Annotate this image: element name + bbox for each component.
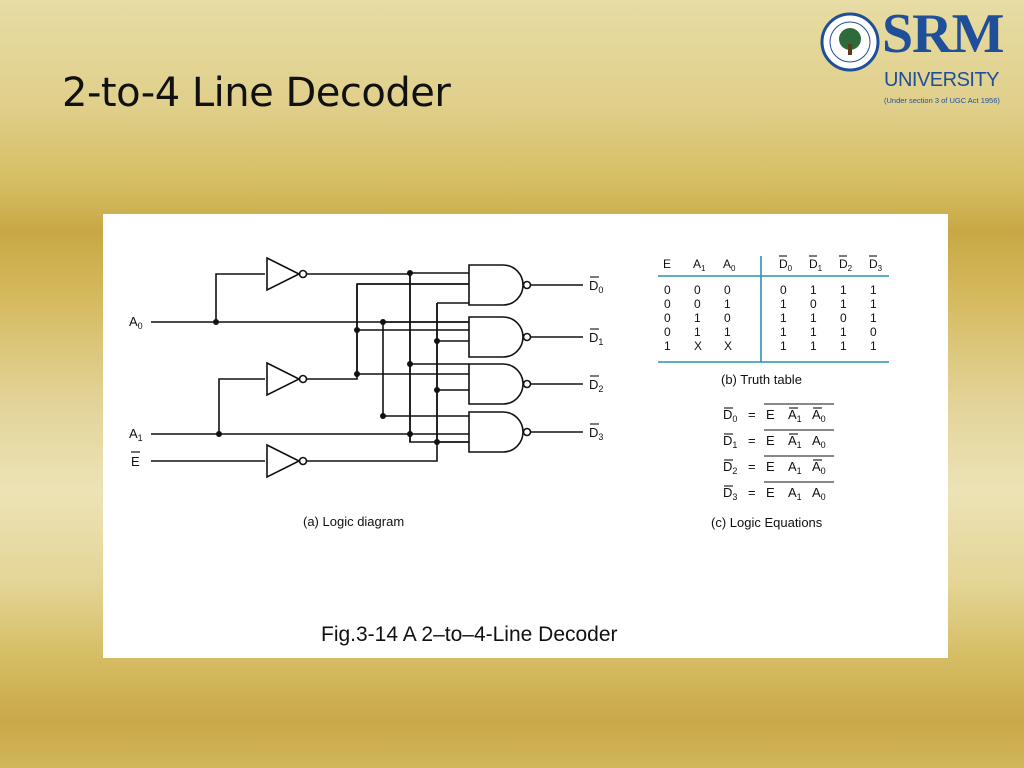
equation-lhs: D2 bbox=[723, 459, 737, 476]
truth-cell: 1 bbox=[840, 339, 847, 353]
equation-term-a0: A0 bbox=[812, 459, 826, 476]
truth-cell: 1 bbox=[810, 283, 817, 297]
truth-cell: 0 bbox=[724, 311, 731, 325]
truth-cell: 1 bbox=[870, 297, 877, 311]
equation-term-e: E bbox=[766, 459, 775, 474]
truth-cell: 1 bbox=[810, 311, 817, 325]
truth-cell: 0 bbox=[780, 283, 787, 297]
truth-cell: 1 bbox=[840, 297, 847, 311]
equation-lhs: D3 bbox=[723, 485, 737, 502]
truth-cell: 0 bbox=[664, 283, 671, 297]
nand-gate-1 bbox=[468, 316, 524, 358]
truth-header: D3 bbox=[869, 257, 883, 273]
a1-inverter-branch bbox=[218, 378, 265, 434]
truth-cell: 1 bbox=[840, 325, 847, 339]
equation-term-a0: A0 bbox=[812, 433, 826, 450]
truth-header: E bbox=[663, 257, 671, 271]
inverter-a0-bubble bbox=[298, 269, 308, 279]
truth-cell: 0 bbox=[810, 297, 817, 311]
truth-cell: 1 bbox=[780, 297, 787, 311]
equation-lhs: D1 bbox=[723, 433, 737, 450]
equation-equals: = bbox=[748, 485, 756, 500]
input-label-e: E bbox=[131, 454, 140, 469]
truth-cell: 0 bbox=[724, 283, 731, 297]
input-label-a0: A0 bbox=[129, 314, 143, 331]
truth-cell: 1 bbox=[664, 339, 671, 353]
truth-cell: 0 bbox=[694, 283, 701, 297]
truth-cell: X bbox=[724, 339, 732, 353]
logo-note: (Under section 3 of UGC Act 1956) bbox=[884, 96, 1000, 105]
equation-term-a1: A1 bbox=[788, 433, 802, 450]
equation-term-a0: A0 bbox=[812, 485, 826, 502]
truth-cell: 1 bbox=[870, 339, 877, 353]
truth-cell: 1 bbox=[780, 325, 787, 339]
figure-caption: Fig.3-14 A 2–to–4-Line Decoder bbox=[321, 623, 618, 646]
truth-cell: 1 bbox=[810, 325, 817, 339]
nand-gate-2 bbox=[468, 363, 524, 405]
a0-inverter-branch bbox=[215, 273, 265, 322]
truth-header: A1 bbox=[693, 257, 706, 273]
nand-gate-3 bbox=[468, 411, 524, 453]
equation-equals: = bbox=[748, 407, 756, 422]
e-bar-bus bbox=[307, 303, 438, 462]
university-logo: SRM UNIVERSITY (Under section 3 of UGC A… bbox=[820, 6, 1016, 110]
inverter-a1 bbox=[266, 361, 301, 397]
truth-header: D2 bbox=[839, 257, 853, 273]
slide-title: 2-to-4 Line Decoder bbox=[62, 70, 451, 116]
inverter-a1-bubble bbox=[298, 374, 308, 384]
truth-cell: 1 bbox=[780, 339, 787, 353]
truth-cell: X bbox=[694, 339, 702, 353]
truth-cell: 1 bbox=[724, 297, 731, 311]
equation-equals: = bbox=[748, 459, 756, 474]
equation-term-e: E bbox=[766, 485, 775, 500]
equation-equals: = bbox=[748, 433, 756, 448]
truth-table-caption: (b) Truth table bbox=[721, 372, 802, 387]
equation-term-e: E bbox=[766, 407, 775, 422]
truth-cell: 0 bbox=[840, 311, 847, 325]
truth-cell: 1 bbox=[694, 325, 701, 339]
output-label-d1: D1 bbox=[589, 330, 603, 347]
equation-term-e: E bbox=[766, 433, 775, 448]
inverter-e bbox=[266, 443, 301, 479]
truth-cell: 0 bbox=[664, 297, 671, 311]
equation-term-a1: A1 bbox=[788, 485, 802, 502]
output-label-d3: D3 bbox=[589, 425, 603, 442]
truth-cell: 0 bbox=[664, 325, 671, 339]
equation-lhs: D0 bbox=[723, 407, 737, 424]
logic-diagram-caption: (a) Logic diagram bbox=[303, 514, 404, 529]
truth-cell: 0 bbox=[664, 311, 671, 325]
truth-header: A0 bbox=[723, 257, 736, 273]
truth-cell: 0 bbox=[694, 297, 701, 311]
inverter-a0 bbox=[266, 256, 301, 292]
logo-name: SRM bbox=[882, 3, 1004, 65]
equation-term-a0: A0 bbox=[812, 407, 826, 424]
truth-cell: 1 bbox=[724, 325, 731, 339]
logo-subtitle: UNIVERSITY bbox=[884, 69, 1000, 91]
junction-dots bbox=[213, 270, 440, 445]
truth-cell: 1 bbox=[780, 311, 787, 325]
truth-cell: 1 bbox=[840, 283, 847, 297]
equations-caption: (c) Logic Equations bbox=[711, 515, 823, 530]
truth-cell: 1 bbox=[870, 311, 877, 325]
nand-gate-0 bbox=[468, 264, 524, 306]
truth-cell: 1 bbox=[870, 283, 877, 297]
truth-cell: 0 bbox=[870, 325, 877, 339]
equation-term-a1: A1 bbox=[788, 407, 802, 424]
truth-cell: 1 bbox=[694, 311, 701, 325]
inverter-e-bubble bbox=[298, 456, 308, 466]
output-label-d0: D0 bbox=[589, 278, 603, 295]
truth-cell: 1 bbox=[810, 339, 817, 353]
truth-header: D0 bbox=[779, 257, 793, 273]
tree-seal-icon bbox=[820, 12, 880, 72]
logic-diagram bbox=[151, 256, 583, 479]
truth-header: D1 bbox=[809, 257, 823, 273]
input-label-a1: A1 bbox=[129, 426, 143, 443]
output-label-d2: D2 bbox=[589, 377, 603, 394]
equation-term-a1: A1 bbox=[788, 459, 802, 476]
